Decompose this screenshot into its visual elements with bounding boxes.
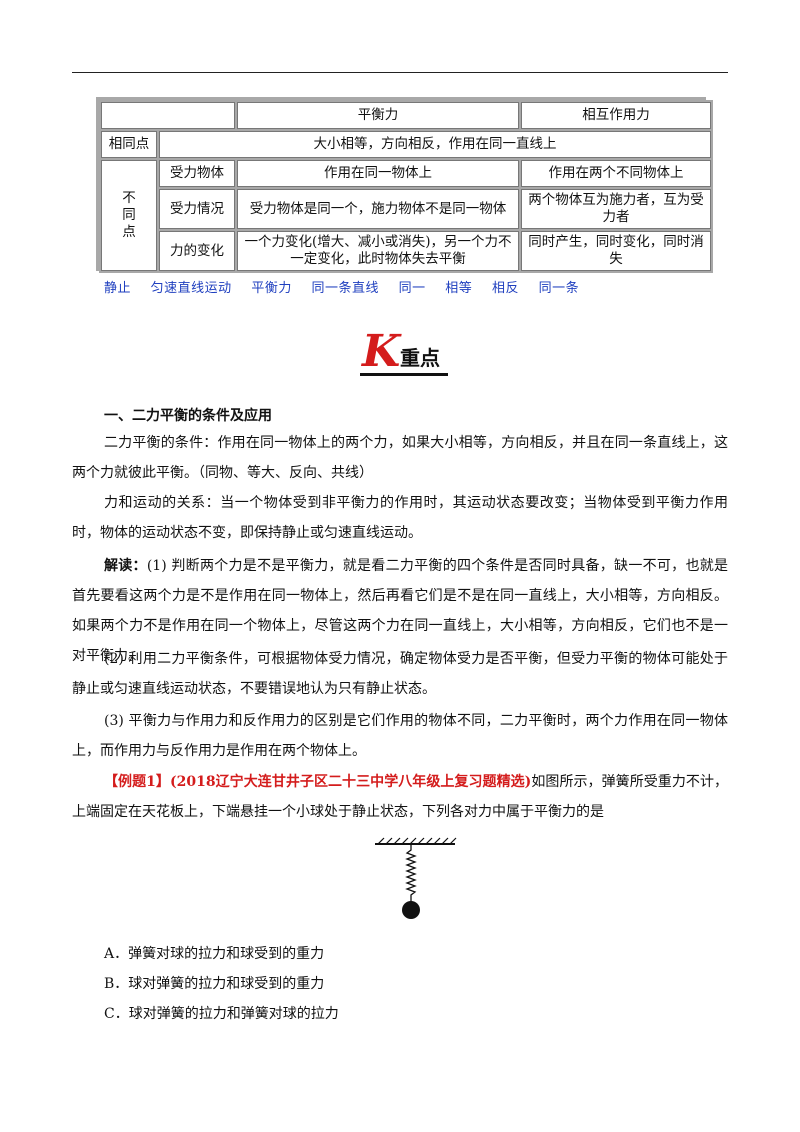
answer-blanks: 静止 匀速直线运动 平衡力 同一条直线 同一 相等 相反 同一条 (104, 277, 594, 296)
spring-coil (405, 844, 417, 902)
paragraph-interpretation-2: (2) 利用二力平衡条件，可根据物体受力情况，确定物体受力是否平衡，但受力平衡的… (72, 651, 728, 697)
same-point-label: 相同点 (101, 131, 157, 158)
option-a: A．弹簧对球的拉力和球受到的重力 (104, 946, 325, 962)
header-rule (72, 72, 728, 73)
example-question: 【例题1】(2018辽宁大连甘井子区二十三中学八年级上复习题精选)如图所示，弹簧… (72, 767, 728, 827)
blank-answer: 相等 (445, 281, 473, 296)
header-interaction-force: 相互作用力 (521, 102, 711, 129)
k-logo-letter: K (362, 326, 401, 377)
blank-answer: 同一条直线 (311, 281, 379, 296)
key-points-heading: K 重点 (360, 326, 448, 380)
row-label: 受力物体 (159, 160, 235, 187)
row-label: 受力情况 (159, 189, 235, 229)
paragraph-interpretation-3: (3) 平衡力与作用力和反作用力的区别是它们作用的物体不同，二力平衡时，两个力作… (72, 713, 728, 759)
paragraph-interpretation-1: 解读：(1) 判断两个力是不是平衡力，就是看二力平衡的四个条件是否同时具备，缺一… (72, 558, 729, 664)
option-b: B．球对弹簧的拉力和球受到的重力 (104, 976, 325, 992)
example-source: (2018辽宁大连甘井子区二十三中学八年级上复习题精选) (169, 774, 532, 790)
heading-underline (360, 373, 448, 376)
ceiling-hatch (377, 837, 457, 845)
section-title: 一、二力平衡的条件及应用 (104, 408, 272, 424)
table-corner-cell (101, 102, 235, 129)
table-cell: 同时产生，同时变化，同时消失 (521, 231, 711, 271)
comparison-table: 平衡力 相互作用力 相同点 大小相等，方向相反，作用在同一直线上 不 同 点 受… (96, 97, 713, 273)
same-point-text: 大小相等，方向相反，作用在同一直线上 (159, 131, 711, 158)
example-stem: 如图所示，弹簧所受重力不计，上端固定在天花板上，下端悬挂一个小球处于静止状态，下… (72, 774, 728, 820)
header-balance-force: 平衡力 (237, 102, 519, 129)
table-cell: 一个力变化(增大、减小或消失)，另一个力不一定变化，此时物体失去平衡 (237, 231, 519, 271)
different-point-label: 不 同 点 (101, 160, 157, 271)
table-cell: 作用在同一物体上 (237, 160, 519, 187)
blank-answer: 同一 (398, 281, 426, 296)
blank-answer: 相反 (491, 281, 519, 296)
option-c: C．球对弹簧的拉力和弹簧对球的拉力 (104, 1006, 339, 1022)
spring-ball-diagram (375, 837, 457, 919)
example-tag: 【例题1】 (104, 774, 170, 790)
blank-answer: 匀速直线运动 (150, 281, 232, 296)
key-points-word: 重点 (400, 346, 440, 370)
ball (402, 901, 420, 919)
paragraph-condition: 二力平衡的条件：作用在同一物体上的两个力，如果大小相等，方向相反，并且在同一条直… (72, 435, 728, 481)
paragraph-force-motion: 力和运动的关系：当一个物体受到非平衡力的作用时，其运动状态要改变；当物体受到平衡… (72, 495, 728, 541)
table-cell: 作用在两个不同物体上 (521, 160, 711, 187)
table-cell: 受力物体是同一个，施力物体不是同一物体 (237, 189, 519, 229)
blank-answer: 平衡力 (251, 281, 292, 296)
table-cell: 两个物体互为施力者，互为受力者 (521, 189, 711, 229)
blank-answer: 同一条 (538, 281, 580, 296)
blank-answer: 静止 (104, 281, 132, 296)
interpretation-label: 解读： (104, 558, 147, 574)
row-label: 力的变化 (159, 231, 235, 271)
